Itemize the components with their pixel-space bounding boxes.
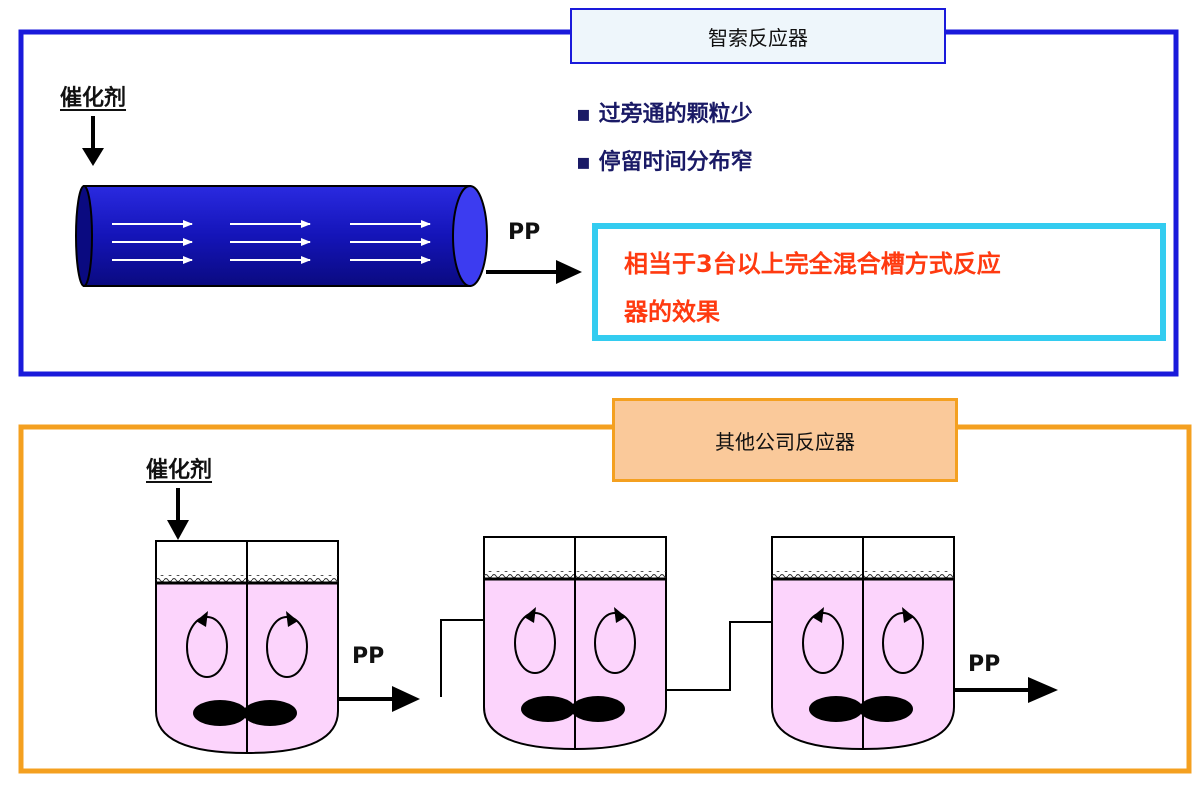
tank3-product-label: PP <box>968 652 1001 677</box>
tank1-outlet-arrow-head <box>392 686 420 712</box>
horizontal-reactor-cylinder <box>75 185 488 287</box>
effect-text-line-2: 器的效果 <box>624 298 720 326</box>
tank2-inlet-pipe <box>440 619 484 697</box>
bullet-narrow-residence-time: ▪ 停留时间分布窄 <box>576 150 753 175</box>
tank2-to-tank3-pipe <box>666 621 772 691</box>
effect-text-line-1: 相当于3台以上完全混合槽方式反应 <box>624 250 1001 278</box>
top-product-label: PP <box>508 220 541 245</box>
top-panel-title: 智索反应器 <box>570 8 946 64</box>
catalyst-label-bottom: 催化剂 <box>146 458 213 483</box>
tank1-product-label: PP <box>352 644 385 669</box>
stirred-tank-1 <box>154 539 340 755</box>
catalyst-arrow-head <box>82 148 104 166</box>
bottom-panel-title: 其他公司反应器 <box>612 398 958 482</box>
stirred-tank-2 <box>482 535 668 751</box>
bottom-panel-border <box>18 424 1192 774</box>
bullet-fewer-bypass-particles: ▪ 过旁通的颗粒少 <box>576 102 753 127</box>
catalyst-arrow-head-bottom <box>167 520 189 540</box>
effect-callout-box: 相当于3台以上完全混合槽方式反应 器的效果 <box>592 223 1166 341</box>
catalyst-label: 催化剂 <box>60 86 127 111</box>
top-product-arrow-head <box>556 260 582 284</box>
tank3-outlet-arrow-head <box>1028 677 1058 703</box>
stirred-tank-3 <box>770 535 956 751</box>
